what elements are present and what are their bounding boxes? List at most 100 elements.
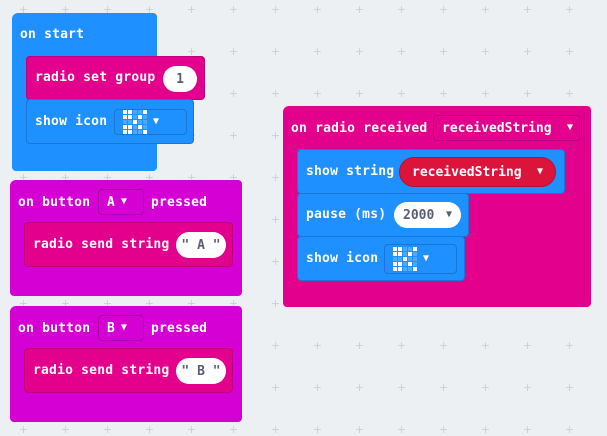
led-pixel (123, 130, 127, 134)
grid-mark: + (480, 87, 491, 100)
led-pixel (393, 262, 397, 266)
grid-mark: + (102, 171, 113, 184)
grid-mark: + (438, 339, 449, 352)
grid-mark: + (354, 423, 365, 436)
show-icon-label: show icon (306, 251, 379, 266)
led-pixel (143, 115, 147, 119)
led-pixel (128, 130, 132, 134)
led-pixel (398, 252, 402, 256)
grid-mark: + (480, 339, 491, 352)
led-pixel (138, 125, 142, 129)
grid-mark: + (480, 423, 491, 436)
grid-mark: + (396, 3, 407, 16)
grid-mark: + (186, 45, 197, 58)
led-pixel (123, 120, 127, 124)
grid-mark: + (60, 3, 71, 16)
grid-mark: + (186, 423, 197, 436)
on-button-b-suffix: pressed (151, 321, 208, 336)
grid-mark: + (18, 297, 29, 310)
show-string-label: show string (306, 164, 395, 179)
led-pixel (393, 267, 397, 271)
grid-mark: + (522, 423, 533, 436)
show-icon-block-start[interactable]: show icon ▼ (26, 99, 194, 144)
grid-mark: + (144, 423, 155, 436)
show-icon-block-received[interactable]: show icon ▼ (297, 236, 465, 281)
led-pixel (138, 130, 142, 134)
grid-mark: + (438, 45, 449, 58)
grid-mark: + (144, 297, 155, 310)
on-start-label: on start (20, 27, 85, 42)
grid-mark: + (354, 45, 365, 58)
led-pixel (393, 247, 397, 251)
radio-send-a-block[interactable]: radio send string " A " (24, 222, 233, 267)
led-pixel (143, 110, 147, 114)
grid-mark: + (522, 45, 533, 58)
grid-mark: + (60, 171, 71, 184)
led-pixel (143, 125, 147, 129)
led-pixel (413, 262, 417, 266)
grid-mark: + (312, 339, 323, 352)
group-number-input[interactable]: 1 (163, 66, 197, 92)
button-b-dropdown[interactable]: B ▼ (98, 315, 144, 341)
grid-mark: + (102, 297, 113, 310)
led-pixel (123, 115, 127, 119)
led-pixel (133, 115, 137, 119)
grid-mark: + (228, 3, 239, 16)
pause-block[interactable]: pause (ms) 2000 ▼ (297, 193, 469, 237)
chevron-down-icon: ▼ (445, 209, 452, 220)
button-a-dropdown[interactable]: A ▼ (98, 189, 144, 215)
grid-mark: + (102, 3, 113, 16)
grid-mark: + (354, 339, 365, 352)
grid-mark: + (480, 3, 491, 16)
grid-mark: + (480, 381, 491, 394)
grid-mark: + (312, 87, 323, 100)
grid-mark: + (522, 87, 533, 100)
grid-mark: + (438, 87, 449, 100)
led-pixel (138, 110, 142, 114)
received-string-variable[interactable]: receivedString ▼ (399, 157, 556, 187)
led-pixel (408, 262, 412, 266)
grid-mark: + (228, 87, 239, 100)
show-string-block[interactable]: show string receivedString ▼ (297, 149, 565, 194)
grid-mark: + (564, 339, 575, 352)
string-b-input[interactable]: " B " (176, 358, 226, 384)
pause-duration-dropdown[interactable]: 2000 ▼ (394, 202, 461, 228)
radio-set-group-block[interactable]: radio set group 1 (26, 56, 205, 100)
button-b-value: B (107, 320, 115, 336)
grid-mark: + (228, 423, 239, 436)
grid-mark: + (144, 3, 155, 16)
grid-mark: + (522, 381, 533, 394)
led-pixel (133, 110, 137, 114)
on-button-a-prefix: on button (18, 195, 91, 210)
chevron-down-icon: ▼ (120, 196, 127, 207)
received-string-param[interactable]: receivedString ▼ (433, 115, 582, 141)
radio-send-b-block[interactable]: radio send string " B " (24, 348, 233, 393)
grid-mark: + (438, 423, 449, 436)
led-pixel (128, 120, 132, 124)
grid-mark: + (270, 297, 281, 310)
led-pixel (133, 125, 137, 129)
icon-dropdown[interactable]: ▼ (384, 244, 457, 274)
scissors-icon (123, 110, 147, 134)
led-pixel (123, 125, 127, 129)
grid-mark: + (186, 3, 197, 16)
led-pixel (128, 110, 132, 114)
led-pixel (403, 262, 407, 266)
grid-mark: + (186, 297, 197, 310)
grid-mark: + (60, 423, 71, 436)
grid-mark: + (186, 171, 197, 184)
grid-mark: + (144, 171, 155, 184)
grid-mark: + (228, 129, 239, 142)
chevron-down-icon: ▼ (536, 166, 543, 177)
grid-mark: + (270, 171, 281, 184)
grid-mark: + (396, 381, 407, 394)
icon-dropdown[interactable]: ▼ (114, 109, 187, 135)
string-a-input[interactable]: " A " (176, 232, 226, 258)
led-pixel (123, 110, 127, 114)
grid-mark: + (564, 45, 575, 58)
grid-mark: + (396, 87, 407, 100)
led-pixel (138, 120, 142, 124)
grid-mark: + (438, 3, 449, 16)
led-pixel (408, 247, 412, 251)
led-pixel (143, 120, 147, 124)
